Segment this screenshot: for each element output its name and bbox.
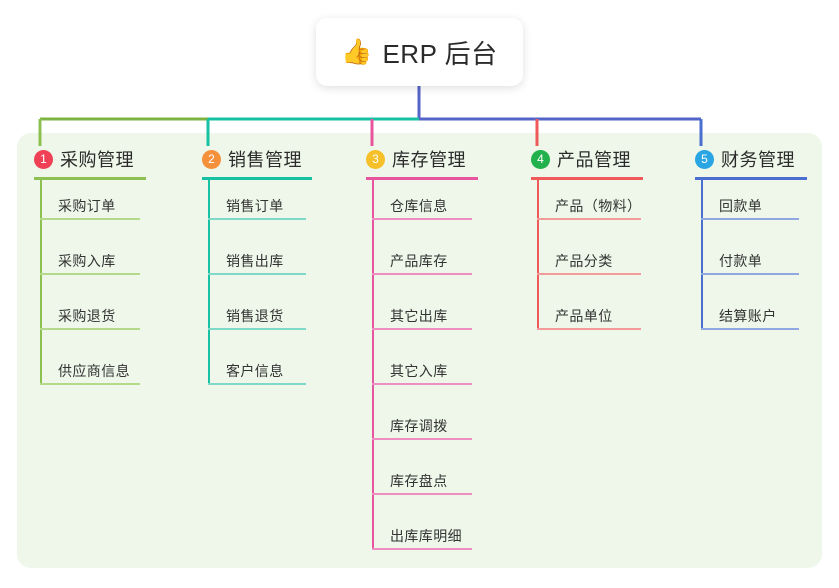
branch-item-underline	[372, 273, 472, 275]
branch-item-label: 结算账户	[719, 308, 777, 324]
branch-item-label: 销售退货	[226, 308, 284, 324]
branch-number-badge: 4	[531, 149, 550, 169]
branch-item-label: 库存调拨	[390, 418, 448, 434]
branch-title: 库存管理	[392, 150, 466, 170]
branch-item-underline	[208, 328, 306, 330]
branch-item-label: 采购入库	[58, 253, 116, 269]
root-node-title: ERP 后台	[382, 38, 498, 69]
branch-item-label: 库存盘点	[390, 473, 448, 489]
branch-item-label: 供应商信息	[58, 363, 130, 379]
branch-title: 销售管理	[228, 150, 302, 170]
branch-item-underline	[372, 383, 472, 385]
branch-number-badge: 1	[34, 149, 53, 169]
branch-item-underline	[537, 328, 641, 330]
branch-item-underline	[701, 328, 799, 330]
branch-trunk-line	[537, 178, 539, 330]
branch-item-underline	[372, 548, 472, 550]
branch-title: 产品管理	[557, 150, 631, 170]
branch-number-badge: 2	[202, 149, 221, 169]
branch-item-label: 回款单	[719, 198, 763, 214]
branch-item-label: 客户信息	[226, 363, 284, 379]
branch-item-underline	[537, 218, 641, 220]
branch-header-1[interactable]: 1 采购管理	[34, 146, 134, 172]
branch-underline	[695, 177, 807, 180]
branch-item-label: 产品库存	[390, 253, 448, 269]
branch-item-label: 产品分类	[555, 253, 613, 269]
branch-item-underline	[208, 383, 306, 385]
branch-item-label: 销售出库	[226, 253, 284, 269]
branch-item-label: 出库库明细	[390, 528, 462, 544]
branch-item-label: 其它入库	[390, 363, 448, 379]
branch-item-label: 采购订单	[58, 198, 116, 214]
branch-underline	[202, 177, 312, 180]
branch-trunk-line	[208, 178, 210, 385]
diagram-background-panel	[17, 133, 822, 568]
branch-item-underline	[537, 273, 641, 275]
branch-trunk-line	[40, 178, 42, 385]
branch-item-label: 其它出库	[390, 308, 448, 324]
branch-item-underline	[372, 328, 472, 330]
branch-item-underline	[372, 493, 472, 495]
branch-item-underline	[372, 218, 472, 220]
branch-underline	[366, 177, 478, 180]
branch-item-underline	[701, 273, 799, 275]
branch-header-3[interactable]: 3 库存管理	[366, 146, 466, 172]
branch-number-badge: 3	[366, 149, 385, 169]
root-node-card[interactable]: 👍 ERP 后台	[316, 18, 523, 86]
branch-item-label: 产品单位	[555, 308, 613, 324]
branch-item-underline	[40, 328, 140, 330]
branch-header-5[interactable]: 5 财务管理	[695, 146, 795, 172]
branch-item-underline	[40, 383, 140, 385]
branch-item-label: 付款单	[719, 253, 763, 269]
branch-item-underline	[208, 218, 306, 220]
branch-trunk-line	[701, 178, 703, 330]
branch-title: 采购管理	[60, 150, 134, 170]
branch-item-underline	[372, 438, 472, 440]
branch-item-label: 仓库信息	[390, 198, 448, 214]
branch-trunk-line	[372, 178, 374, 550]
branch-header-2[interactable]: 2 销售管理	[202, 146, 302, 172]
branch-number-badge: 5	[695, 149, 714, 169]
branch-header-4[interactable]: 4 产品管理	[531, 146, 631, 172]
thumbs-up-icon: 👍	[341, 37, 373, 66]
branch-title: 财务管理	[721, 150, 795, 170]
branch-item-label: 产品（物料）	[555, 198, 642, 214]
branch-underline	[531, 177, 643, 180]
branch-item-underline	[701, 218, 799, 220]
branch-item-label: 采购退货	[58, 308, 116, 324]
branch-item-underline	[208, 273, 306, 275]
branch-item-underline	[40, 218, 140, 220]
branch-underline	[34, 177, 146, 180]
branch-item-underline	[40, 273, 140, 275]
branch-item-label: 销售订单	[226, 198, 284, 214]
